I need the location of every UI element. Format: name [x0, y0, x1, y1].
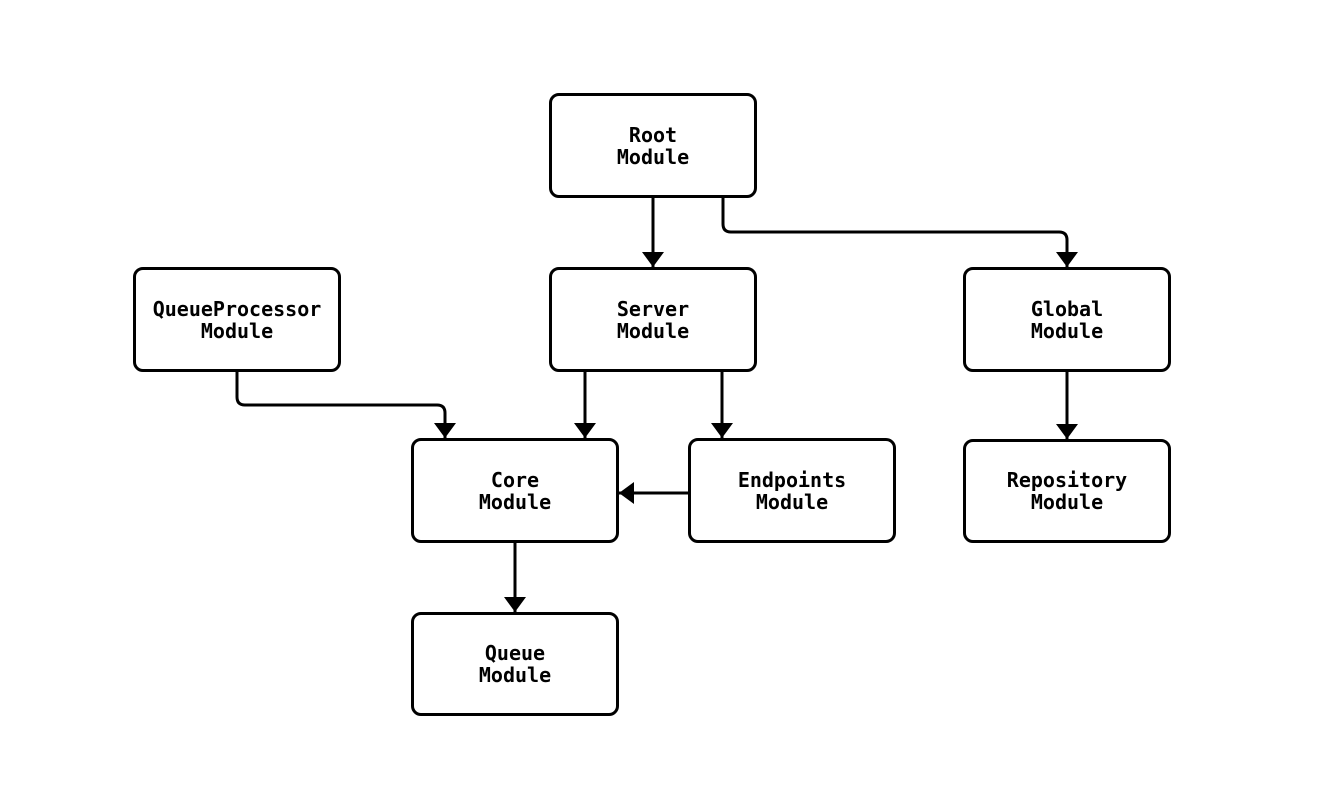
node-repository-module: Repository Module	[963, 439, 1171, 543]
node-queueprocessor-module: QueueProcessor Module	[133, 267, 341, 372]
node-label-server-module: Server Module	[616, 296, 690, 343]
node-label-core-module: Core Module	[478, 467, 552, 514]
node-root-module: Root Module	[549, 93, 757, 198]
node-label-queueprocessor-module: QueueProcessor Module	[152, 296, 322, 343]
node-label-root-module: Root Module	[616, 122, 690, 169]
node-label-repository-module: Repository Module	[1006, 468, 1128, 514]
edge-root-to-global	[721, 198, 1078, 267]
node-label-queue-module: Queue Module	[478, 641, 552, 687]
node-endpoints-module: Endpoints Module	[688, 438, 896, 543]
node-label-endpoints-module: Endpoints Module	[737, 467, 847, 514]
edge-queueprocessor-to-core	[235, 372, 456, 438]
node-server-module: Server Module	[549, 267, 757, 372]
node-global-module: Global Module	[963, 267, 1171, 372]
node-label-global-module: Global Module	[1030, 296, 1104, 343]
node-core-module: Core Module	[411, 438, 619, 543]
node-queue-module: Queue Module	[411, 612, 619, 716]
